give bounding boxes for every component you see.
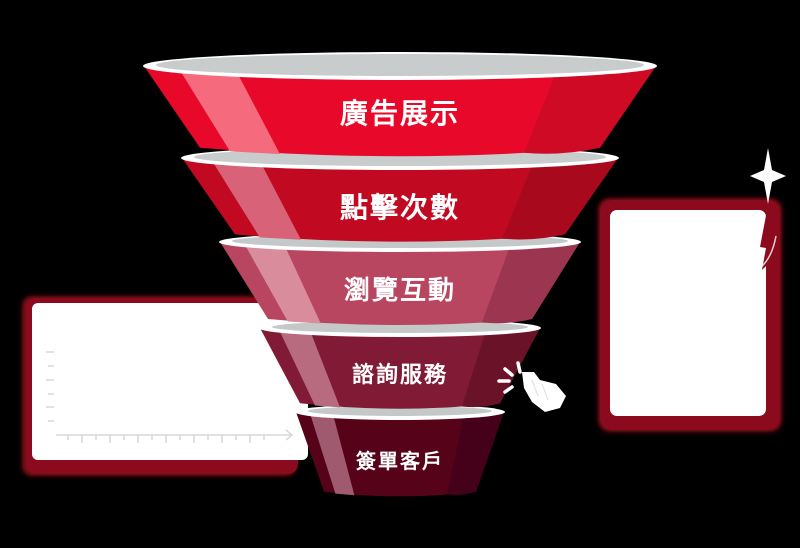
left-chart-card [22,296,308,476]
funnel [143,52,657,497]
sparkle-top-right-icon [750,148,786,204]
corner-lightning-icon [760,205,781,270]
funnel-stage-closed-clients [295,404,505,497]
cursor-hand-icon [522,372,566,412]
right-info-card [598,198,782,432]
funnel-stage-engagement [219,232,581,325]
funnel-stage-impressions [143,52,657,157]
x-axis-arrow-icon [285,429,294,441]
click-burst-icon [497,361,522,394]
right-card-body [610,210,766,416]
funnel-stage-consultation [259,319,541,409]
left-card-body [32,303,308,460]
mini-chart-axes [46,351,294,443]
x-axis-ticks [67,435,265,443]
funnel-stage-clicks [181,146,619,242]
